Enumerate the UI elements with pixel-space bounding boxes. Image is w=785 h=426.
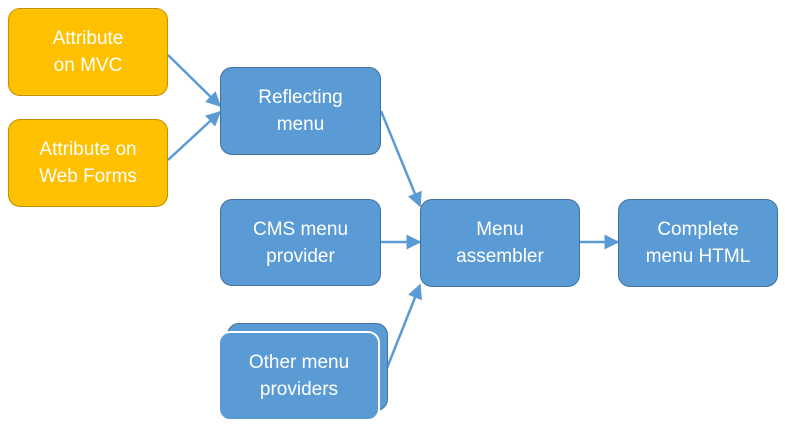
cms-menu-provider-node: CMS menu provider [220,199,381,286]
arrow-reflecting-to-assembler [379,110,422,208]
arrow-mvc-to-reflecting [167,54,222,108]
attribute-on-mvc-node: Attribute on MVC [8,8,168,96]
reflecting-menu-node: Reflecting menu [220,67,381,155]
arrow-other-to-assembler [385,283,422,369]
complete-menu-html-node: Complete menu HTML [618,199,778,287]
arrow-webforms-to-reflecting [167,110,222,161]
menu-assembler-node: Menu assembler [420,199,580,287]
attribute-on-web-forms-node: Attribute on Web Forms [8,119,168,207]
other-menu-providers-node: Other menu providers [218,331,380,421]
